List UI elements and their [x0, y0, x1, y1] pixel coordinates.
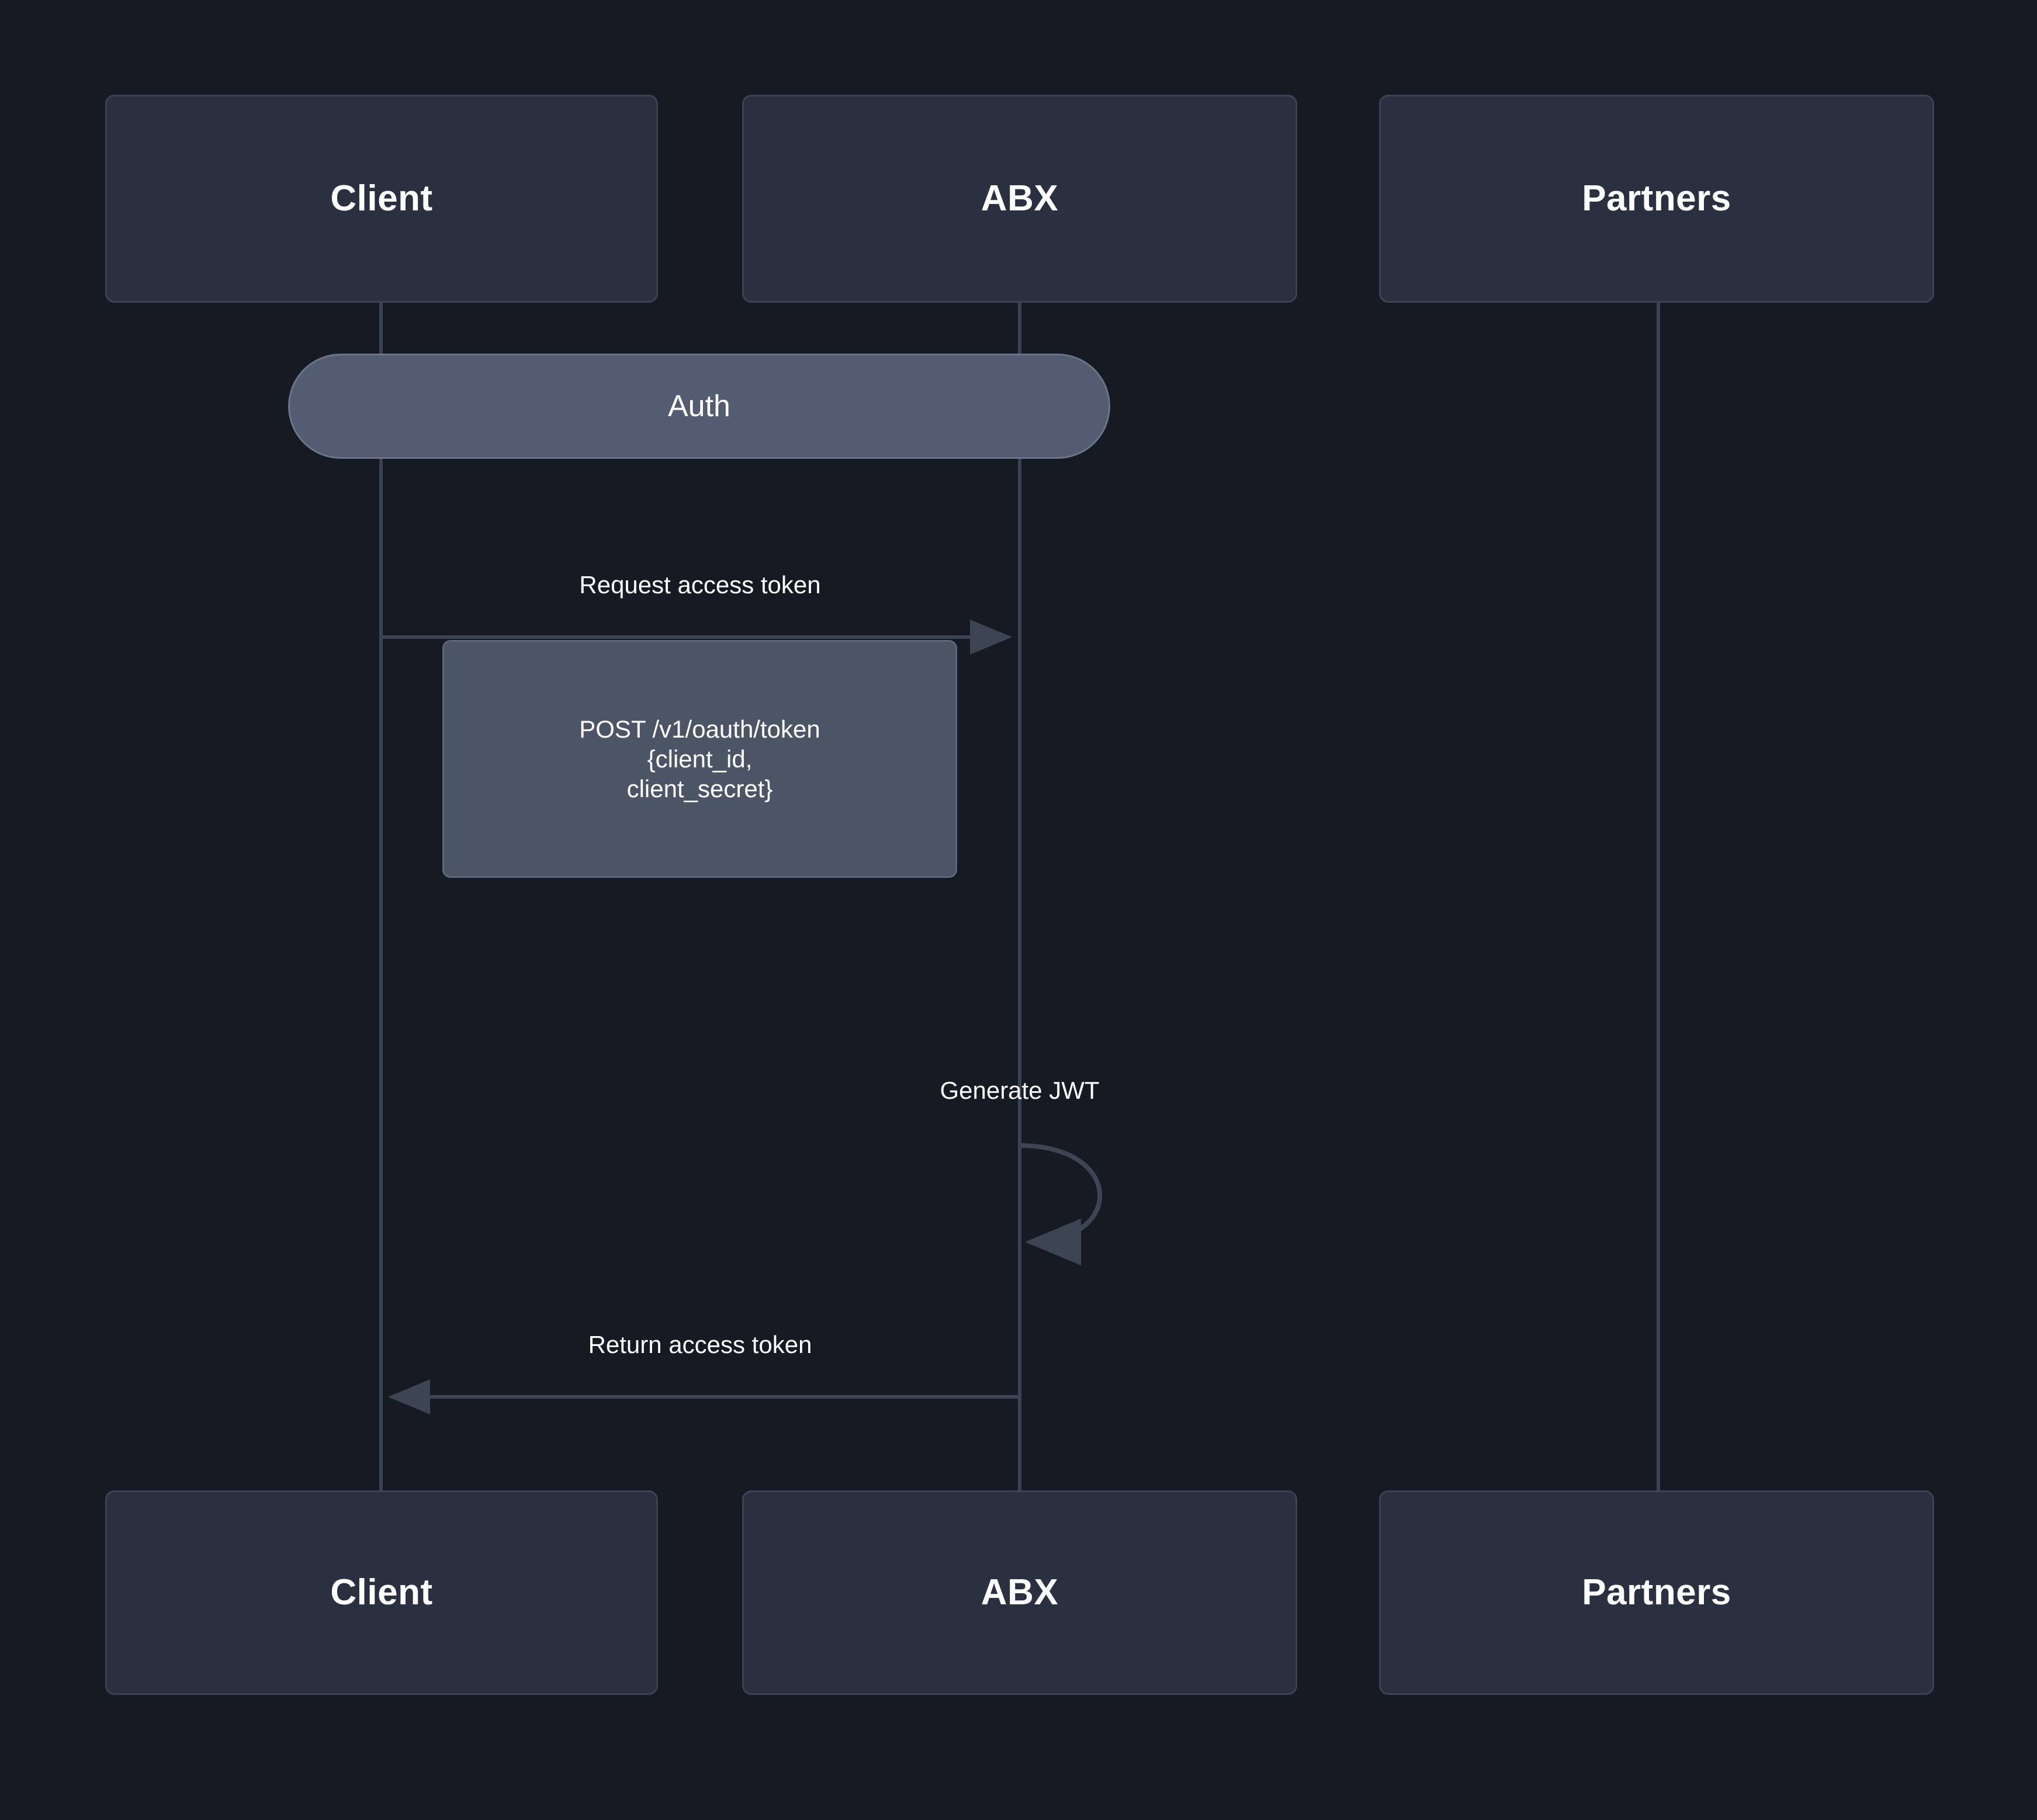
participant-box-abx-bottom[interactable]: ABX [742, 1490, 1297, 1695]
participant-box-partners-top[interactable]: Partners [1379, 95, 1934, 303]
lifeline-partners [1657, 303, 1660, 1490]
participant-label-abx-bottom: ABX [981, 1572, 1059, 1613]
participant-label-partners-top: Partners [1582, 178, 1731, 219]
activation-pill-auth[interactable]: Auth [288, 354, 1110, 459]
participant-box-partners-bottom[interactable]: Partners [1379, 1490, 1934, 1695]
lifeline-abx [1018, 303, 1021, 1490]
message-label-return-access-token: Return access token [588, 1331, 812, 1358]
message-arrow-generate-jwt [1019, 1143, 1103, 1265]
participant-label-client-bottom: Client [330, 1572, 433, 1613]
message-label-request-access-token: Request access token [579, 571, 821, 598]
participant-box-client-top[interactable]: Client [105, 95, 658, 303]
participant-box-client-bottom[interactable]: Client [105, 1490, 658, 1695]
message-label-generate-jwt: Generate JWT [940, 1077, 1100, 1104]
activation-pill-auth-label: Auth [668, 389, 730, 423]
lifeline-client [379, 303, 383, 1490]
participant-label-partners-bottom: Partners [1582, 1572, 1731, 1613]
participant-box-abx-top[interactable]: ABX [742, 95, 1297, 303]
participant-label-client-top: Client [330, 178, 433, 219]
note-oauth-payload: POST /v1/oauth/token {client_id, client_… [442, 640, 957, 878]
participant-label-abx-top: ABX [981, 178, 1059, 219]
note-oauth-payload-text: POST /v1/oauth/token {client_id, client_… [579, 715, 820, 803]
